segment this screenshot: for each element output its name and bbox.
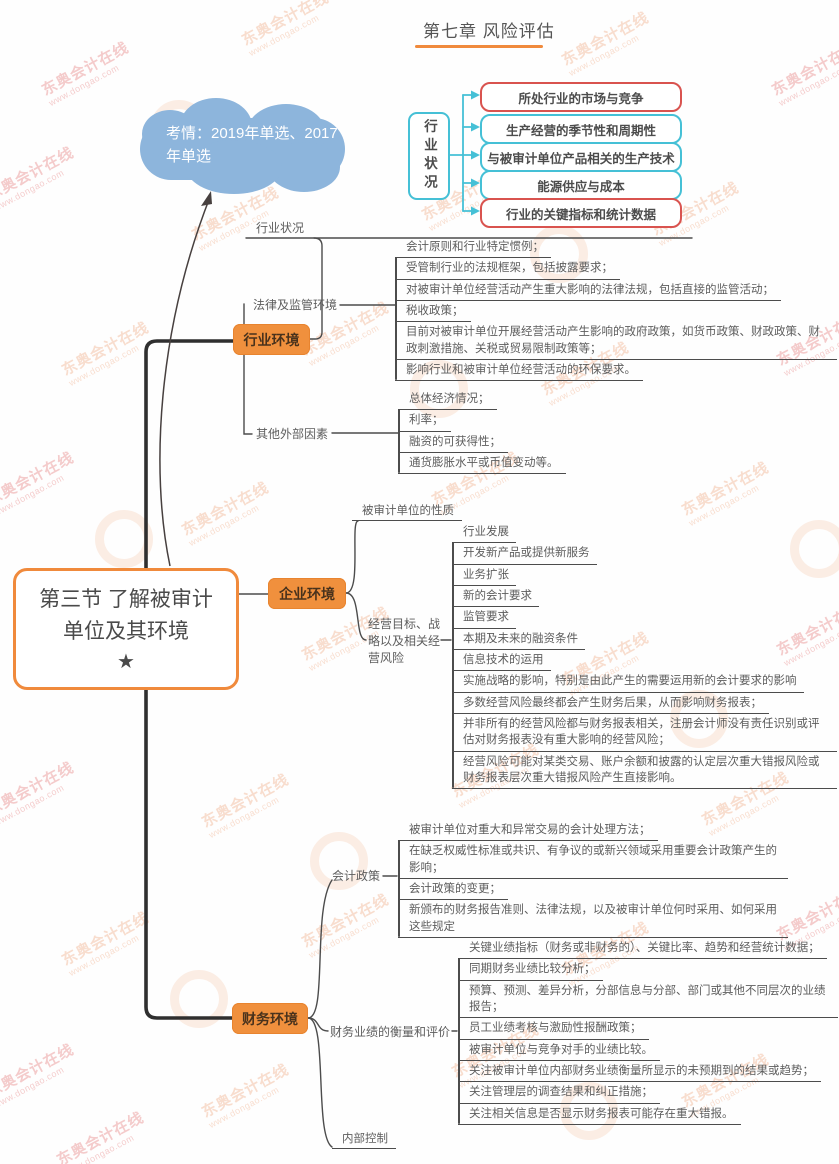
title-underline [415,45,543,48]
leaf-item[interactable]: 受管制行业的法规框架，包括披露要求； [395,258,620,280]
leaf-item[interactable]: 业务扩张 [452,565,516,586]
financial-performance-items: 关键业绩指标（财务或非财务的）、关键比率、趋势和经营统计数据； 同期财务业绩比较… [458,938,838,1125]
leaf-item[interactable]: 信息技术的运用 [452,650,551,672]
leaf-item[interactable]: 新的会计要求 [452,586,539,608]
leaf-item[interactable]: 员工业绩考核与激励性报酬政策； [458,1018,649,1040]
leaf-item[interactable]: 关注管理层的调查结果和纠正措施； [458,1082,660,1104]
branch-node-financial-env[interactable]: 财务环境 [232,1003,308,1034]
legal-regulatory-items: 会计原则和行业特定惯例； 受管制行业的法规框架，包括披露要求； 对被审计单位经营… [395,237,837,382]
status-item-seasonality[interactable]: 生产经营的季节性和周期性 [480,114,682,144]
cloud-shape [142,110,198,158]
status-item-market-competition[interactable]: 所处行业的市场与竞争 [480,82,682,112]
leaf-item[interactable]: 融资的可获得性； [398,432,508,453]
status-item-production-tech[interactable]: 与被审计单位产品相关的生产技术 [480,142,682,172]
group-label-other-external-factors[interactable]: 其他外部因素 [256,427,329,441]
exam-note-cloud[interactable]: 考情：2019年单选、2017年单选 [128,98,360,196]
root-node[interactable]: 第三节 了解被审计单位及其环境 ★ [13,568,239,690]
leaf-item[interactable]: 对被审计单位经营活动产生重大影响的法律法规，包括直接的监管活动； [395,280,781,301]
leaf-item[interactable]: 通货膨胀水平或币值变动等。 [398,453,566,475]
leaf-entity-nature[interactable]: 被审计单位的性质 [352,500,462,521]
leaf-item[interactable]: 行业发展 [452,522,516,544]
leaf-item[interactable]: 预算、预测、差异分析，分部信息与分部、部门或其他不同层次的业绩报告； [458,981,838,1019]
leaf-item[interactable]: 会计原则和行业特定惯例； [395,237,551,259]
leaf-item[interactable]: 经营风险可能对某类交易、账户余额和披露的认定层次重大错报风险或财务报表层次重大错… [452,752,837,790]
leaf-item[interactable]: 利率； [398,410,451,432]
exam-note-text: 考情：2019年单选、2017年单选 [166,125,338,166]
accounting-policy-items: 被审计单位对重大和异常交易的会计处理方法； 在缺乏权威性标准或共识、有争议的或新… [398,820,788,938]
business-objectives-items: 行业发展 开发新产品或提供新服务 业务扩张 新的会计要求 监管要求 本期及未来的… [452,522,837,790]
leaf-industry-status[interactable]: 行业状况 [256,221,305,235]
leaf-item[interactable]: 关键业绩指标（财务或非财务的）、关键比率、趋势和经营统计数据； [458,938,827,960]
leaf-item[interactable]: 开发新产品或提供新服务 [452,543,597,565]
leaf-item[interactable]: 并非所有的经营风险都与财务报表相关，注册会计师没有责任识别或评估对财务报表没有重… [452,714,837,752]
branch-node-business-env[interactable]: 企业环境 [268,578,346,609]
leaf-item[interactable]: 多数经营风险最终都会产生财务后果，从而影响财务报表； [452,693,769,714]
status-item-key-indicators[interactable]: 行业的关键指标和统计数据 [480,198,682,228]
leaf-item[interactable]: 被审计单位与竞争对手的业绩比较。 [458,1040,660,1061]
branch-node-industry-env[interactable]: 行业环境 [233,324,310,355]
chapter-title: 第七章 风险评估 [423,22,555,41]
status-item-energy-cost[interactable]: 能源供应与成本 [480,170,682,200]
root-node-title: 第三节 了解被审计单位及其环境 [39,588,213,643]
other-external-items: 总体经济情况； 利率； 融资的可获得性； 通货膨胀水平或币值变动等。 [398,389,658,475]
leaf-item[interactable]: 同期财务业绩比较分析； [458,959,603,981]
leaf-item[interactable]: 在缺乏权威性标准或共识、有争议的或新兴领域采用重要会计政策产生的影响； [398,841,788,879]
group-label-legal-regulatory[interactable]: 法律及监管环境 [253,298,338,312]
group-label-business-objectives[interactable]: 经营目标、战略以及相关经营风险 [368,617,441,665]
leaf-internal-control[interactable]: 内部控制 [332,1128,396,1149]
industry-status-box[interactable]: 行业状况 [408,112,450,200]
leaf-item[interactable]: 税收政策； [395,301,471,323]
leaf-item[interactable]: 实施战略的影响，特别是由此产生的需要运用新的会计要求的影响 [452,671,804,693]
leaf-item[interactable]: 会计政策的变更； [398,879,508,901]
leaf-item[interactable]: 总体经济情况； [398,389,497,411]
group-label-financial-performance[interactable]: 财务业绩的衡量和评价 [330,1025,451,1039]
leaf-item[interactable]: 关注相关信息是否显示财务报表可能存在重大错报。 [458,1104,741,1125]
leaf-item[interactable]: 本期及未来的融资条件 [452,629,585,650]
leaf-item[interactable]: 影响行业和被审计单位经营活动的环保要求。 [395,360,643,382]
leaf-item[interactable]: 监管要求 [452,607,516,629]
leaf-item[interactable]: 被审计单位对重大和异常交易的会计处理方法； [398,820,658,842]
cloud-shape [186,140,282,194]
leaf-item[interactable]: 目前对被审计单位开展经营活动产生影响的政府政策，如货币政策、财政政策、财政刺激措… [395,322,837,360]
leaf-item[interactable]: 关注被审计单位内部财务业绩衡量所显示的未预期到的结果或趋势； [458,1061,821,1083]
leaf-item[interactable]: 新颁布的财务报告准则、法律法规，以及被审计单位何时采用、如何采用这些规定 [398,900,788,938]
root-node-star: ★ [117,651,135,673]
group-label-accounting-policies[interactable]: 会计政策 [332,869,381,883]
